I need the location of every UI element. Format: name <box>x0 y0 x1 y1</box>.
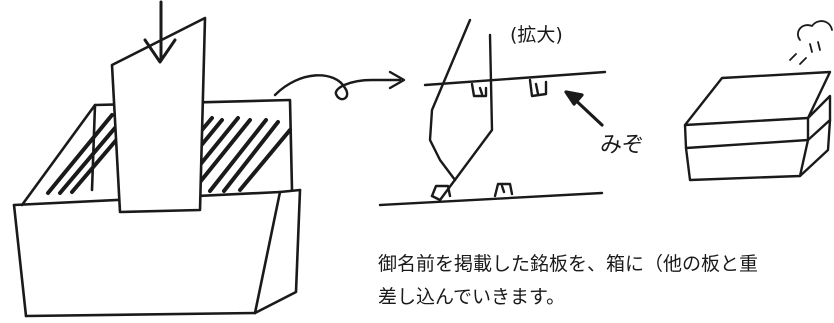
caption-line-1: 御名前を掲載した銘板を、箱に（他の板と重 <box>378 253 759 275</box>
curved-arrow-icon <box>273 70 406 101</box>
zoomed-cross-section-sketch <box>378 18 607 207</box>
down-arrow-icon <box>143 0 177 64</box>
caption: 御名前を掲載した銘板を、箱に（他の板と重 差し込んでいきます。 <box>378 248 834 314</box>
pointer-arrow-icon <box>564 90 604 127</box>
closed-box-sketch <box>683 70 832 182</box>
zoom-label: (拡大) <box>510 24 563 46</box>
box-with-plates-sketch <box>12 16 302 318</box>
groove-label: みぞ <box>600 133 645 158</box>
caption-line-2: 差し込んでいきます。 <box>378 286 566 308</box>
steam-icon <box>789 20 833 65</box>
